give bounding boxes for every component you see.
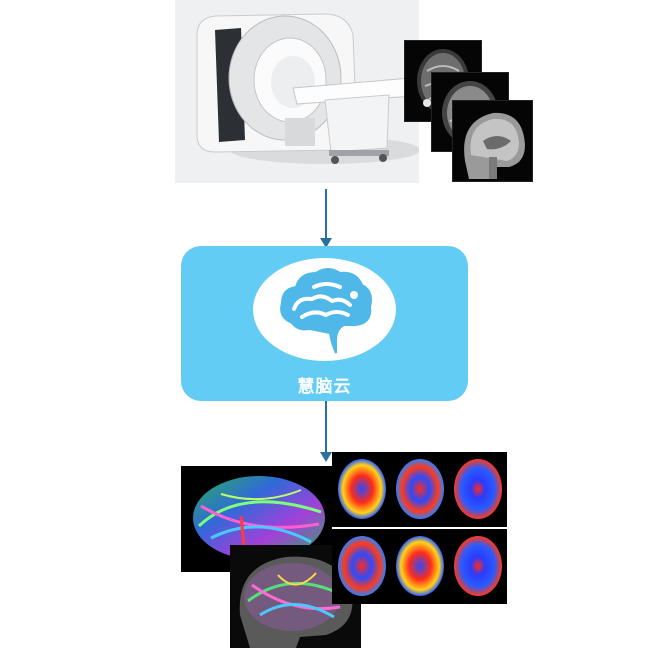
mri-slice-image [452,100,533,182]
mri-scanner-image [175,0,420,183]
arrow-head-icon [320,452,332,462]
arrow-head-icon [320,238,332,248]
perfusion-map-grid [332,452,507,604]
arrow-line [325,401,327,453]
cloud-service-label: 慧脑云 [297,377,352,397]
arrow-line [325,189,327,239]
perfusion-map-image [338,459,502,596]
brain-cloud-icon [270,253,380,363]
tractography-image [230,545,361,648]
